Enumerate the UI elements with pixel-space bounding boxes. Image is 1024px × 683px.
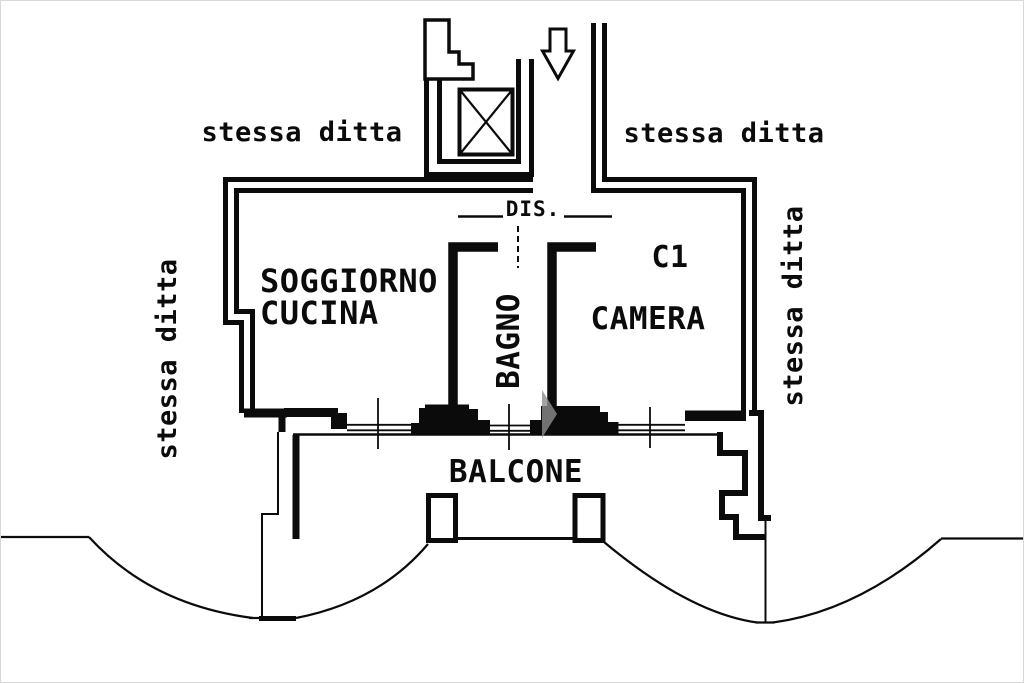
stair-wall-step — [423, 18, 475, 81]
neighbor-label-right: stessa ditta — [778, 205, 809, 406]
pillar-left — [426, 493, 458, 543]
room-label-balcone: BALCONE — [449, 454, 583, 490]
lower-terrace-arcs — [1, 535, 1023, 624]
neighbor-label-left: stessa ditta — [152, 258, 183, 459]
bottom-wall — [284, 398, 746, 450]
outer-walls-core — [228, 23, 752, 413]
wall-block — [331, 413, 347, 429]
entrance-arrow-icon — [539, 27, 577, 82]
elevator-icon — [457, 87, 515, 157]
room-label-dis: DIS. — [506, 197, 561, 221]
balcony-pillars — [426, 493, 606, 543]
room-label-camera: CAMERA — [591, 301, 706, 337]
unit-code-label: C1 — [651, 240, 688, 275]
neighbor-label-top-left: stessa ditta — [201, 117, 402, 148]
pillar-right — [572, 493, 606, 543]
room-label-soggiorno: SOGGIORNO — [260, 262, 438, 300]
wall-block — [284, 408, 338, 417]
bathroom-walls — [448, 242, 596, 415]
room-label-cucina: CUCINA — [260, 294, 379, 332]
scan-smudge — [542, 390, 557, 438]
wall-block — [685, 410, 746, 421]
neighbor-label-top-right: stessa ditta — [623, 118, 824, 149]
windows — [347, 398, 685, 450]
left-corner-walls — [244, 408, 300, 539]
labels: stessa ditta stessa ditta stessa ditta s… — [152, 117, 824, 490]
balcony-right-parapet — [717, 410, 771, 622]
room-label-bagno: BAGNO — [491, 293, 527, 389]
hallway-markers — [458, 215, 612, 268]
neighbor-boundary-left — [259, 432, 296, 621]
door-sill-block — [411, 404, 490, 435]
